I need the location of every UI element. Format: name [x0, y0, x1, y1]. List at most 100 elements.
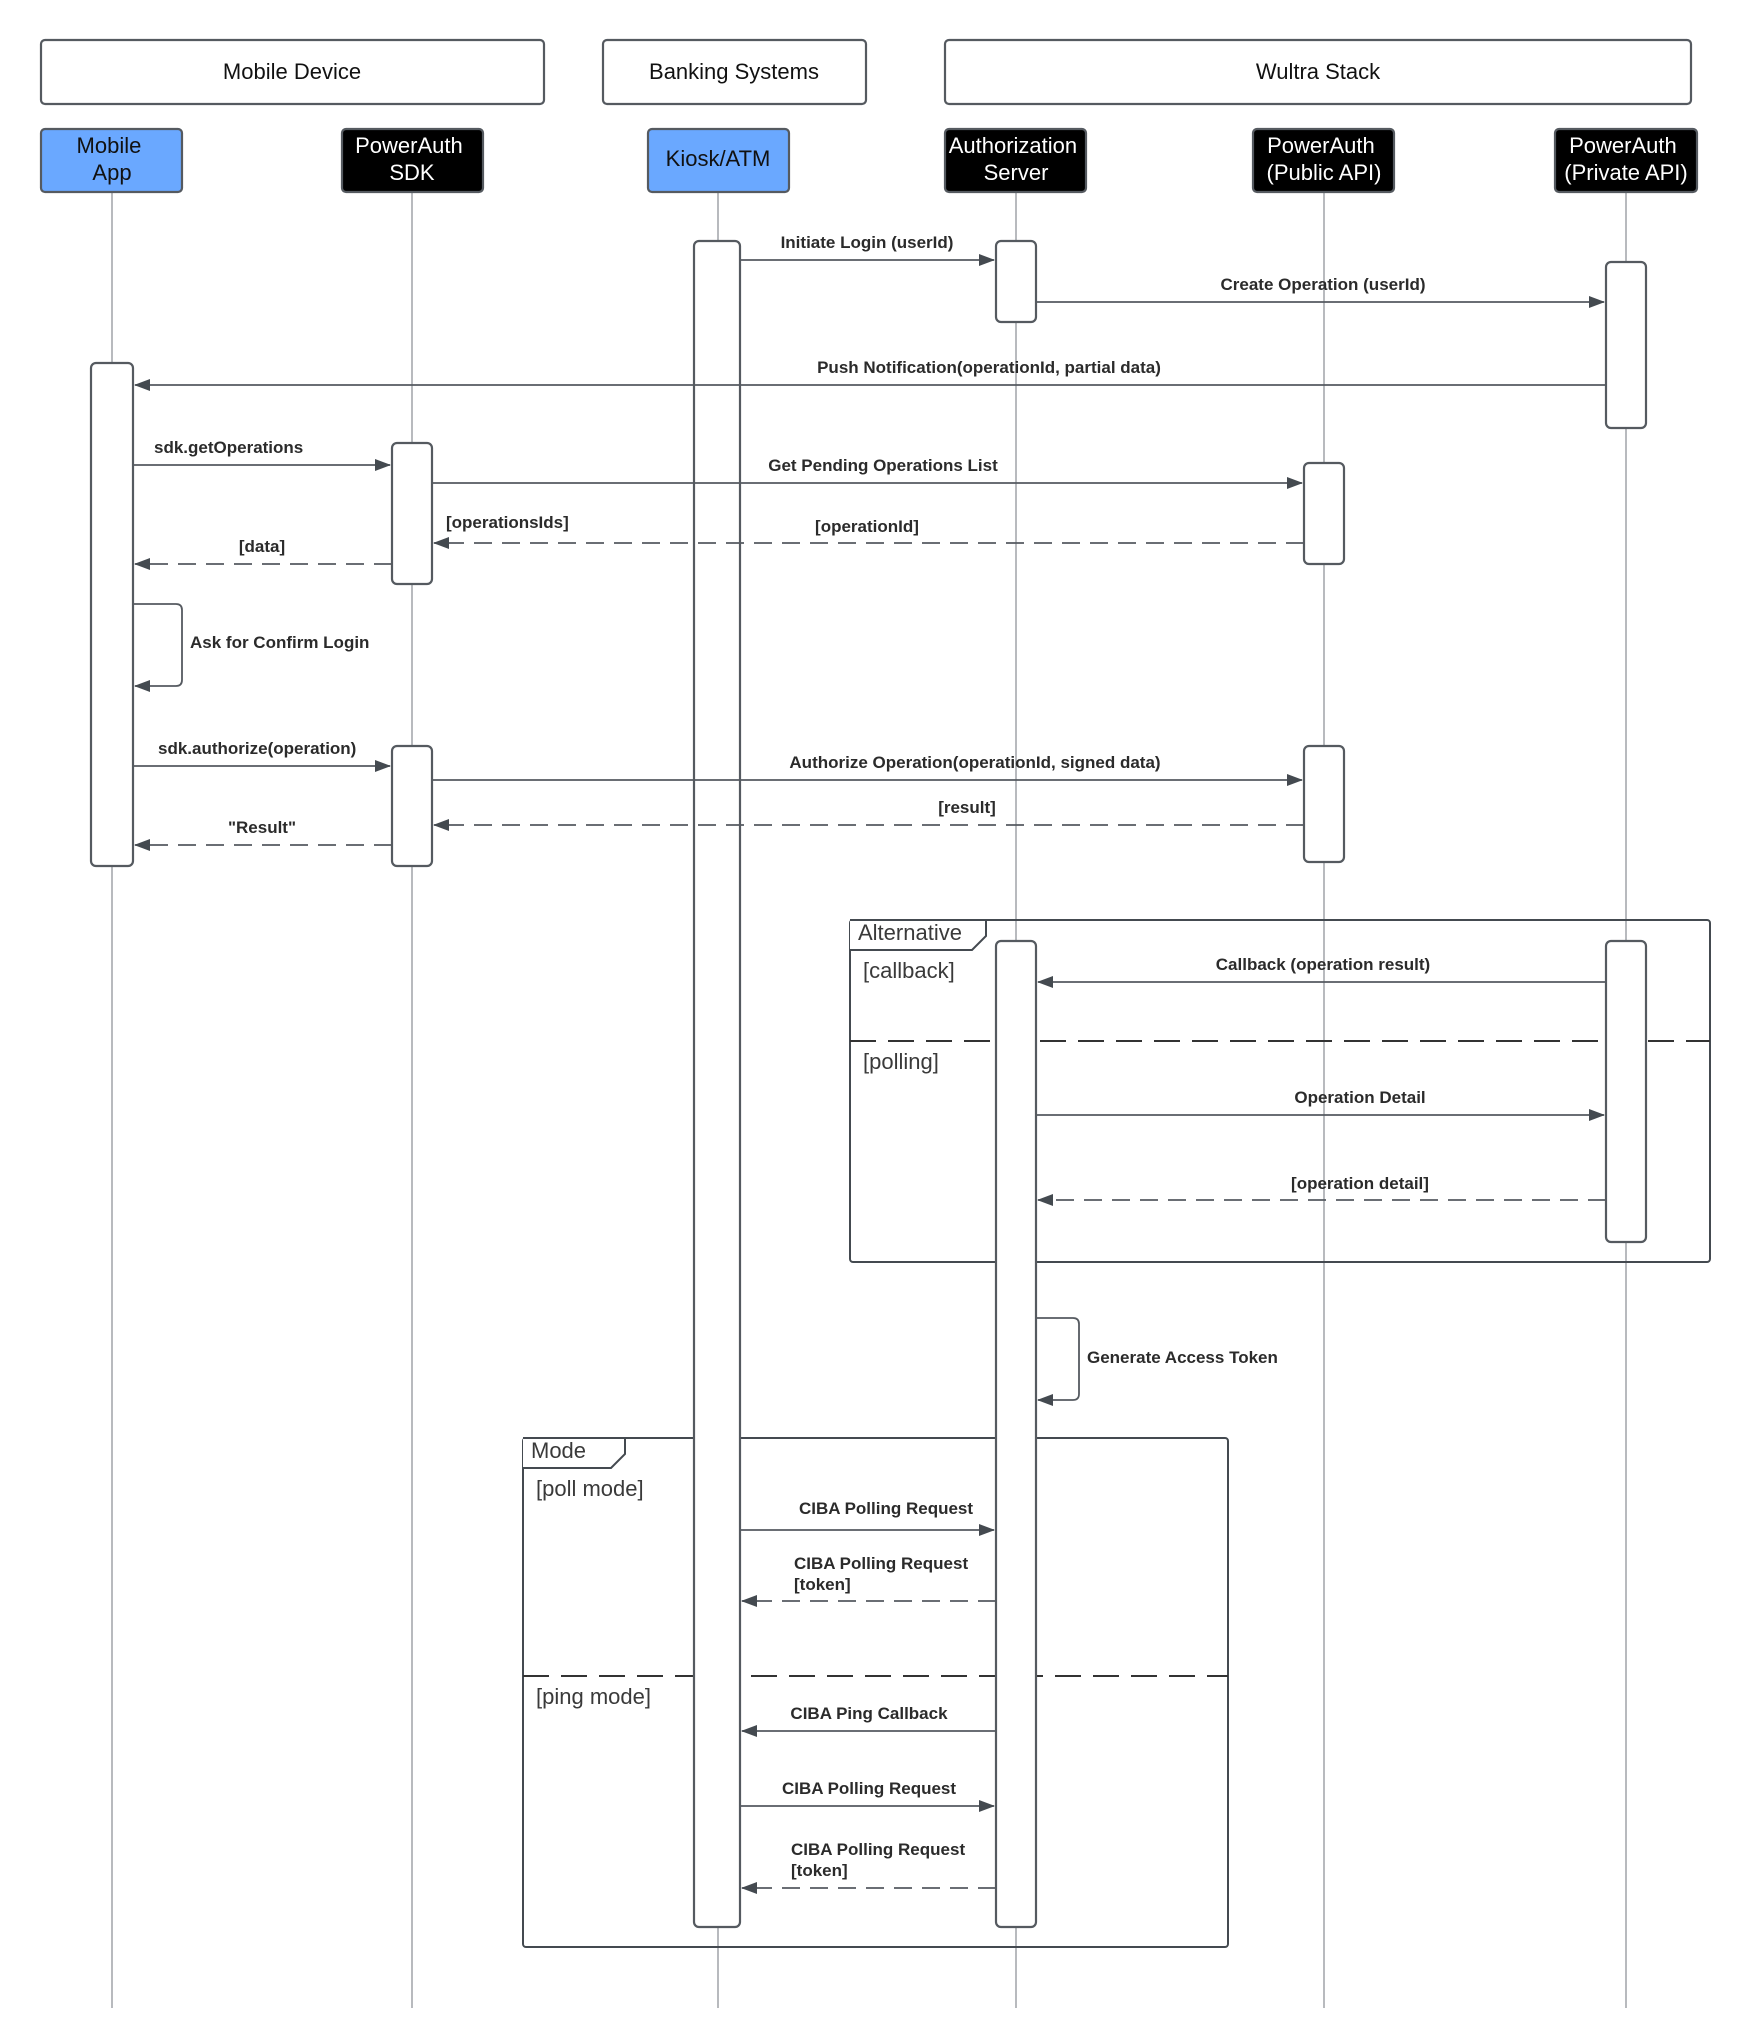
participant-label-line: PowerAuth	[355, 133, 463, 158]
message-label: Create Operation (userId)	[1221, 275, 1426, 294]
fragment-guard-ping-mode: [ping mode]	[536, 1684, 651, 1709]
participant-powerauth-public-api: PowerAuth (Public API)	[1251, 127, 1396, 194]
participant-label: PowerAuth SDK	[355, 133, 469, 185]
message-label-line: CIBA Polling Request	[791, 1840, 965, 1859]
activation-bar	[390, 441, 434, 586]
message-authorize-operation: Authorize Operation(operationId, signed …	[432, 753, 1303, 786]
message-label-line: [token]	[794, 1575, 851, 1594]
message-operation-id-return: [operationId] [operationsIds]	[433, 513, 1304, 549]
message-label: CIBA Polling Request	[799, 1499, 973, 1518]
message-ciba-ping-callback: CIBA Ping Callback	[741, 1704, 996, 1737]
message-callback-operation-result: Callback (operation result)	[1037, 955, 1606, 988]
message-label: Initiate Login (userId)	[781, 233, 954, 252]
group-label: Banking Systems	[649, 59, 819, 84]
activation-bar	[390, 744, 434, 868]
activation-bar	[1302, 744, 1346, 864]
message-label: Authorize Operation(operationId, signed …	[789, 753, 1160, 772]
participant-box	[1553, 127, 1699, 194]
participant-box	[340, 127, 485, 194]
message-operation-detail: Operation Detail	[1036, 1088, 1605, 1121]
fragment-mode: Mode [poll mode] [ping mode]	[522, 1437, 1229, 1948]
message-label: CIBA Polling Request [token]	[794, 1554, 973, 1594]
participant-box	[1251, 127, 1396, 194]
fragment-guard-callback: [callback]	[863, 958, 955, 983]
message-result-to-app: "Result"	[134, 818, 392, 851]
message-label: CIBA Polling Request	[782, 1779, 956, 1798]
message-label: Ask for Confirm Login	[190, 633, 369, 652]
fragment-frame	[849, 919, 1711, 1263]
message-label-line: CIBA Polling Request	[794, 1554, 968, 1573]
participant-label: PowerAuth (Private API)	[1564, 133, 1687, 185]
fragment-label: Alternative	[858, 920, 962, 945]
activation-bar	[1302, 461, 1346, 566]
fragment-label-tab	[523, 1437, 626, 1469]
participant-authorization-server: Authorization Server	[943, 127, 1088, 194]
fragment-guard-poll-mode: [poll mode]	[536, 1476, 644, 1501]
fragment-frame	[522, 1437, 1229, 1948]
message-label: sdk.getOperations	[154, 438, 303, 457]
activation-bar	[994, 239, 1038, 324]
message-label: Push Notification(operationId, partial d…	[817, 358, 1161, 377]
message-sdk-authorize: sdk.authorize(operation)	[133, 739, 391, 772]
participant-powerauth-private-api: PowerAuth (Private API)	[1553, 127, 1699, 194]
group-mobile-device: Mobile Device	[39, 38, 546, 106]
participant-label-line: Kiosk/ATM	[666, 146, 771, 171]
activation-bar	[692, 239, 742, 1929]
message-generate-access-token: Generate Access Token	[1036, 1317, 1278, 1406]
message-label-line: [token]	[791, 1861, 848, 1880]
fragment-guard-polling: [polling]	[863, 1049, 939, 1074]
activation-bar	[1604, 939, 1648, 1244]
note-operations-ids: [operationsIds]	[446, 513, 569, 532]
message-ciba-polling-request-ping: CIBA Polling Request	[740, 1779, 995, 1812]
participant-label-line: PowerAuth	[1267, 133, 1375, 158]
message-operation-detail-return: [operation detail]	[1037, 1174, 1606, 1206]
message-label: "Result"	[228, 818, 296, 837]
message-label: [result]	[938, 798, 996, 817]
participant-box	[39, 127, 184, 194]
participant-label: Kiosk/ATM	[666, 146, 771, 171]
participant-label-line: (Public API)	[1267, 160, 1382, 185]
message-push-notification: Push Notification(operationId, partial d…	[134, 358, 1606, 391]
message-sdk-get-operations: sdk.getOperations	[133, 438, 391, 471]
activation-bar	[1604, 260, 1648, 430]
fragment-alternative: Alternative [callback] [polling]	[849, 919, 1711, 1263]
participant-label-line: Authorization	[949, 133, 1077, 158]
group-label: Wultra Stack	[1256, 59, 1381, 84]
participant-box	[646, 127, 791, 194]
message-create-operation: Create Operation (userId)	[1036, 275, 1605, 308]
message-label: Generate Access Token	[1087, 1348, 1278, 1367]
message-ciba-polling-request: CIBA Polling Request	[740, 1499, 995, 1536]
message-ask-confirm-login: Ask for Confirm Login	[133, 603, 369, 692]
group-label: Mobile Device	[223, 59, 361, 84]
activations	[89, 239, 1648, 1929]
message-data-return: [data]	[134, 537, 392, 570]
message-label: sdk.authorize(operation)	[158, 739, 356, 758]
participant-label: PowerAuth (Public API)	[1267, 133, 1382, 185]
activation-bar	[89, 361, 135, 868]
fragment-label-tab	[850, 919, 987, 951]
participant-label-line: PowerAuth	[1569, 133, 1677, 158]
participant-label-line: Mobile	[77, 133, 142, 158]
participant-box	[943, 127, 1088, 194]
message-get-pending-operations: Get Pending Operations List	[432, 456, 1303, 489]
message-label: Get Pending Operations List	[768, 456, 998, 475]
message-label: CIBA Polling Request [token]	[791, 1840, 970, 1880]
participant-label-line: Server	[984, 160, 1049, 185]
messages: Initiate Login (userId) Create Operation…	[133, 233, 1606, 1894]
message-label: [data]	[239, 537, 285, 556]
message-result-return: [result]	[433, 798, 1304, 831]
group-banking-systems: Banking Systems	[601, 38, 868, 106]
participant-label-line: SDK	[389, 160, 435, 185]
message-initiate-login: Initiate Login (userId)	[740, 233, 995, 266]
participant-label-line: (Private API)	[1564, 160, 1687, 185]
participant-powerauth-sdk: PowerAuth SDK	[340, 127, 485, 194]
message-arrow	[1036, 1317, 1080, 1406]
message-label: [operationId]	[815, 517, 919, 536]
message-label: [operation detail]	[1291, 1174, 1429, 1193]
message-label: CIBA Ping Callback	[790, 1704, 948, 1723]
message-ciba-polling-token-ping: CIBA Polling Request [token]	[741, 1840, 996, 1894]
participant-label: Mobile App	[77, 133, 148, 185]
message-arrow	[133, 603, 183, 692]
message-label: Callback (operation result)	[1216, 955, 1430, 974]
